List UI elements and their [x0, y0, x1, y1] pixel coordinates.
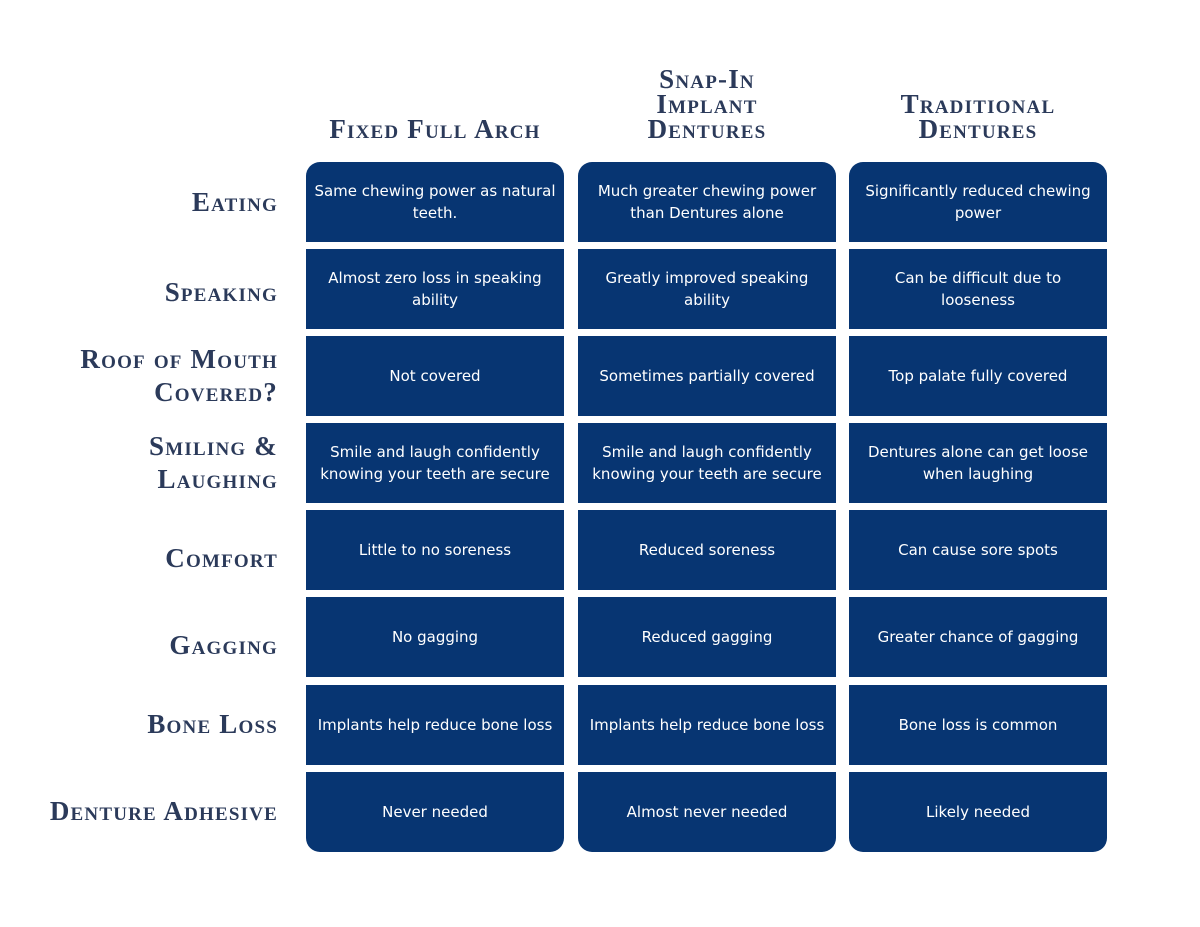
- cell-eating: Significantly reduced chewing power: [849, 162, 1107, 242]
- cell-gagging: Greater chance of gagging: [849, 597, 1107, 677]
- row-label-bone-loss: Bone Loss: [147, 708, 278, 739]
- cell-smiling-laughing: Dentures alone can get loose when laughi…: [849, 423, 1107, 503]
- cell-gagging: No gagging: [306, 597, 564, 677]
- cell-comfort: Little to no soreness: [306, 510, 564, 590]
- cell-roof-of-mouth: Top palate fully covered: [849, 336, 1107, 416]
- row-label-speaking: Speaking: [164, 276, 278, 307]
- row-label-denture-adhesive: Denture Adhesive: [49, 795, 278, 826]
- cell-denture-adhesive: Likely needed: [849, 772, 1107, 852]
- cell-smiling-laughing: Smile and laugh confidently knowing your…: [306, 423, 564, 503]
- row-label-eating: Eating: [191, 186, 278, 217]
- column-header-traditional-dentures: Traditional Dentures: [900, 89, 1056, 144]
- column-fixed-full-arch: Same chewing power as natural teeth. Alm…: [306, 162, 564, 852]
- cell-denture-adhesive: Almost never needed: [578, 772, 836, 852]
- row-label-gagging: Gagging: [169, 629, 278, 660]
- cell-roof-of-mouth: Sometimes partially covered: [578, 336, 836, 416]
- column-header-snap-in-implant-dentures: Snap-In Implant Dentures: [647, 64, 767, 144]
- cell-bone-loss: Bone loss is common: [849, 685, 1107, 765]
- cell-speaking: Greatly improved speaking ability: [578, 249, 836, 329]
- row-label-roof-of-mouth: Roof of Mouth Covered?: [80, 344, 278, 407]
- cell-smiling-laughing: Smile and laugh confidently knowing your…: [578, 423, 836, 503]
- cell-comfort: Reduced soreness: [578, 510, 836, 590]
- cell-roof-of-mouth: Not covered: [306, 336, 564, 416]
- row-label-smiling-laughing: Smiling & Laughing: [149, 431, 278, 494]
- cell-gagging: Reduced gagging: [578, 597, 836, 677]
- cell-eating: Same chewing power as natural teeth.: [306, 162, 564, 242]
- column-header-fixed-full-arch: Fixed Full Arch: [329, 114, 541, 144]
- cell-denture-adhesive: Never needed: [306, 772, 564, 852]
- cell-comfort: Can cause sore spots: [849, 510, 1107, 590]
- cell-eating: Much greater chewing power than Dentures…: [578, 162, 836, 242]
- column-traditional-dentures: Significantly reduced chewing power Can …: [849, 162, 1107, 852]
- row-label-comfort: Comfort: [165, 542, 278, 573]
- column-snap-in-implant-dentures: Much greater chewing power than Dentures…: [578, 162, 836, 852]
- cell-bone-loss: Implants help reduce bone loss: [306, 685, 564, 765]
- cell-bone-loss: Implants help reduce bone loss: [578, 685, 836, 765]
- cell-speaking: Can be difficult due to looseness: [849, 249, 1107, 329]
- cell-speaking: Almost zero loss in speaking ability: [306, 249, 564, 329]
